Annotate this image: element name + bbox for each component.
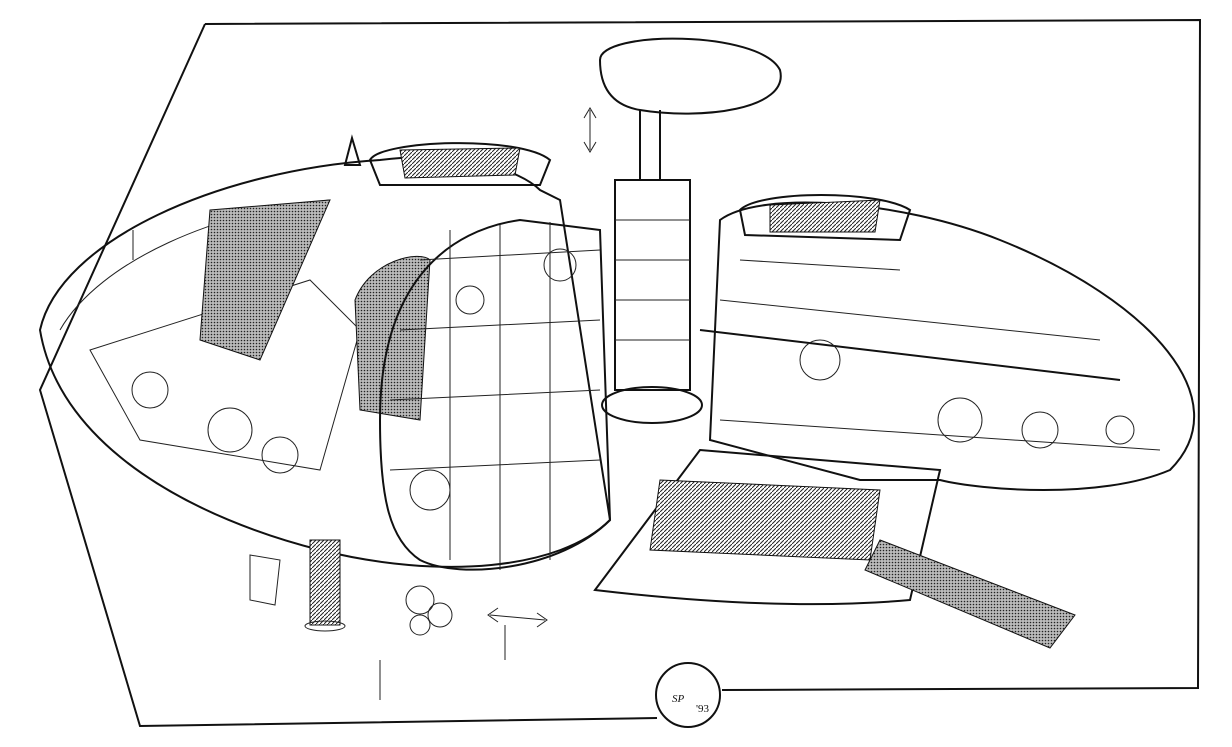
signature-initials: SP <box>672 693 685 705</box>
artist-signature: SP '93 <box>655 662 721 728</box>
signature-year: '93 <box>696 703 709 715</box>
ground-figures <box>132 230 548 700</box>
right-ship-section <box>593 194 1196 649</box>
left-ship-section <box>38 134 612 571</box>
frame-border <box>38 18 1202 728</box>
top-pod <box>583 37 782 424</box>
